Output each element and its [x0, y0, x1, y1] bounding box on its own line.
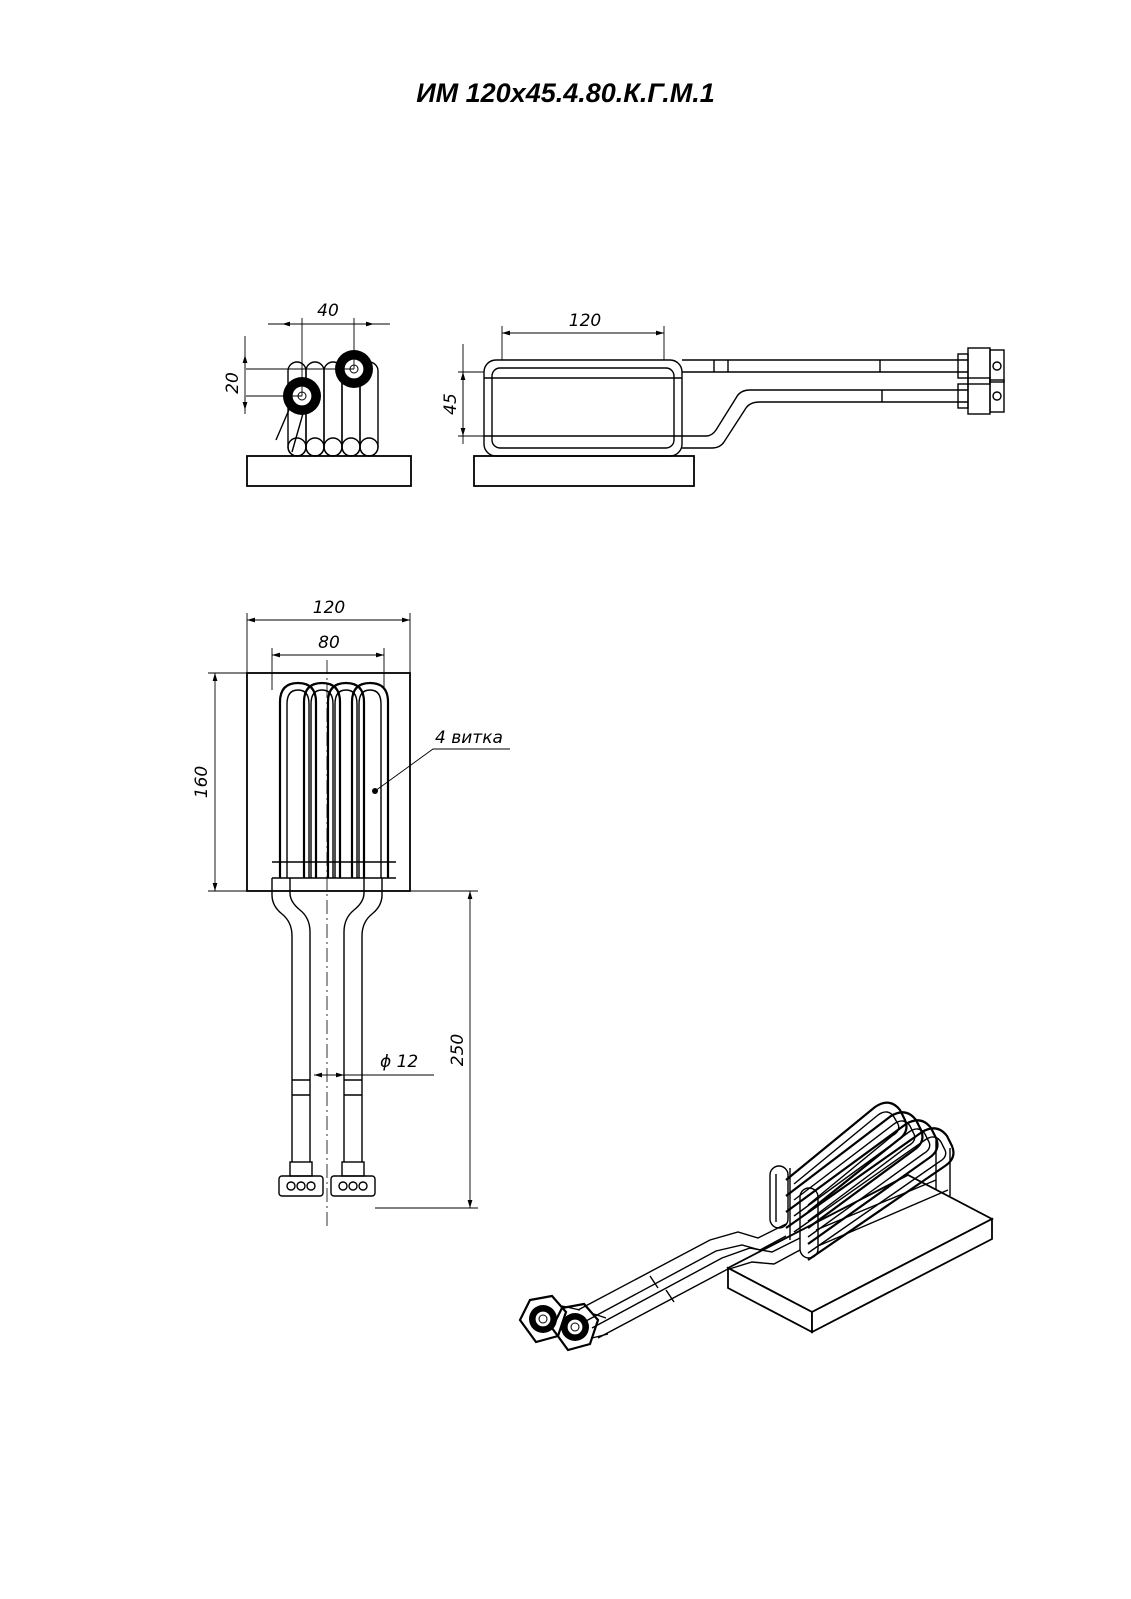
- dim-label-phi12: ϕ 12: [380, 1052, 418, 1072]
- iso-leads: [577, 1223, 801, 1339]
- front-view-plate: [473, 455, 695, 487]
- isometric-view: [518, 1101, 994, 1352]
- dim-label-20: 20: [223, 372, 243, 394]
- top-view-right-terminal: [330, 1161, 376, 1197]
- dim-label-250: 250: [448, 1034, 468, 1066]
- turns-label: 4 витка: [435, 728, 503, 748]
- front-view-terminals: [957, 347, 1005, 415]
- top-view-right-lead: [343, 878, 383, 1162]
- iso-plate: [726, 1173, 994, 1334]
- side-view: 40 20: [223, 301, 412, 487]
- top-view: 120 80 160 250 ϕ 12 4 витка: [192, 598, 510, 1226]
- dim-label-45: 45: [441, 393, 461, 415]
- front-view-lower-lead: [682, 389, 968, 449]
- drawing-title: ИМ 120х45.4.80.К.Г.М.1: [416, 78, 715, 108]
- front-view-upper-lead: [682, 359, 968, 373]
- turns-leader: [374, 748, 510, 792]
- dim-label-80: 80: [318, 633, 340, 653]
- dim-label-40: 40: [317, 301, 339, 321]
- top-view-left-terminal: [278, 1161, 324, 1197]
- top-view-coil: [272, 681, 396, 879]
- dim-label-120-front: 120: [569, 311, 601, 331]
- front-view-coil: [483, 359, 683, 457]
- front-view: 120 45: [441, 311, 1005, 487]
- side-view-plate: [246, 455, 412, 487]
- iso-nut-right: [550, 1302, 609, 1352]
- dim-label-120-top: 120: [313, 598, 345, 618]
- dim-label-160: 160: [192, 766, 212, 798]
- iso-coil: [769, 1101, 955, 1261]
- top-view-left-lead: [271, 878, 311, 1162]
